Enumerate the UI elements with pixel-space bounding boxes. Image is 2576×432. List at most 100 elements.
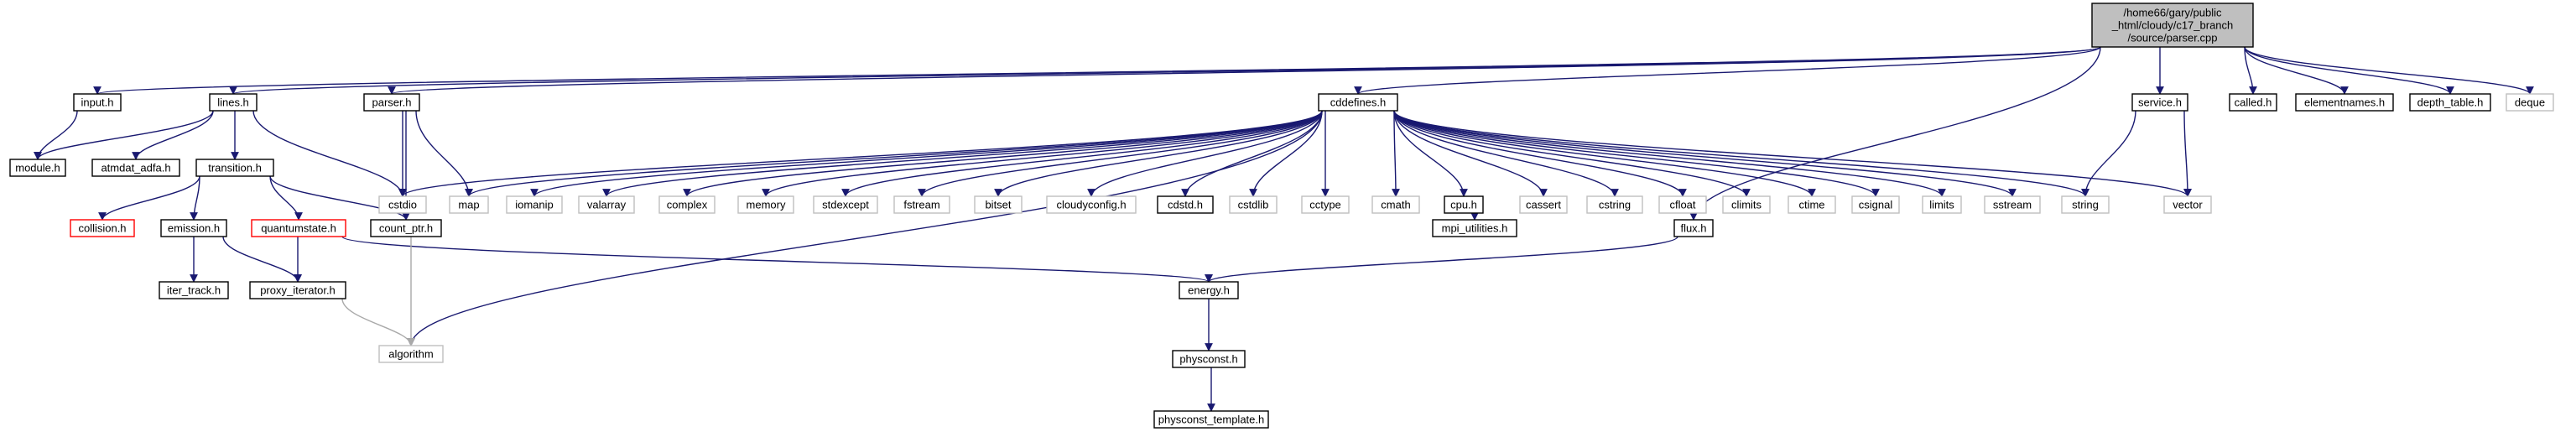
node-physconst-template-h[interactable]: physconst_template.h [1153,410,1269,429]
node-box [2295,93,2394,112]
node-label: lines.h [217,96,249,109]
node-map: map [449,195,489,214]
node-atmdat-adfa-h[interactable]: atmdat_adfa.h [91,159,180,177]
node-box [1519,195,1568,214]
node-elementnames-h[interactable]: elementnames.h [2295,93,2394,112]
node-flux-h[interactable]: flux.h [1673,219,1714,237]
node-box [1318,93,1398,112]
edge-cddefines_h-to-iomanip [530,110,1323,197]
node-box [506,195,563,214]
edge-root-to-elementnames_h [2244,46,2349,95]
edge-cddefines_h-to-algorithm [407,110,1323,346]
edge-cddefines_h-to-sstream [1393,110,2017,197]
node-transition-h[interactable]: transition.h [195,159,274,177]
node-vector: vector [2163,195,2212,214]
node-quantumstate-h[interactable]: quantumstate.h [251,219,346,237]
edge-cddefines_h-to-cassert [1393,110,1548,197]
node-box [2229,93,2277,112]
node-box [370,219,442,237]
node-memory: memory [737,195,794,214]
node-box [91,159,180,177]
node-service-h[interactable]: service.h [2131,93,2188,112]
node-cpu-h[interactable]: cpu.h [1444,195,1484,214]
node-count-ptr-h[interactable]: count_ptr.h [370,219,442,237]
node-emission-h[interactable]: emission.h [160,219,227,237]
node-parser-h[interactable]: parser.h [363,93,420,112]
node-box [1046,195,1137,214]
node-cmath: cmath [1371,195,1420,214]
node-box [249,281,346,299]
node-box [2506,93,2554,112]
edge-root-to-deque [2244,46,2534,95]
node-label: flux.h [1680,222,1706,235]
node-box [1172,350,1246,368]
node-label: depth_table.h [2417,96,2484,109]
node-input-h[interactable]: input.h [73,93,122,112]
edge-quantumstate_h-to-energy_h [341,236,1213,283]
node-box [1444,195,1484,214]
node-string: string [2061,195,2110,214]
node-box [1157,195,1214,214]
edge-emission_h-to-proxy_iterator_h [222,236,302,283]
node-iter-track-h[interactable]: iter_track.h [159,281,229,299]
edge-cddefines_h-to-string [1393,110,2089,197]
node-label: deque [2515,96,2545,109]
edge-cddefines_h-to-memory [762,110,1323,197]
node-label: proxy_iterator.h [260,284,336,297]
edge-cddefines_h-to-complex [683,110,1323,197]
node-climits: climits [1722,195,1771,214]
node-label: vector [2173,199,2203,211]
node-label: map [458,199,479,211]
node-box [893,195,950,214]
edge-root-to-cddefines_h [1354,46,2101,95]
node-label: complex [667,199,708,211]
node-box [1179,281,1239,299]
node-cfloat: cfloat [1658,195,1707,214]
edges-layer [34,46,2534,412]
node-label: string [2072,199,2099,211]
node-energy-h[interactable]: energy.h [1179,281,1239,299]
node-label: bitset [985,199,1011,211]
node-box [1371,195,1420,214]
node-cddefines-h[interactable]: cddefines.h [1318,93,1398,112]
node-label: algorithm [388,348,433,361]
edge-cddefines_h-to-valarray [602,110,1323,197]
edge-cddefines_h-to-cfloat [1393,110,1687,197]
node-box [195,159,274,177]
node-label: called.h [2235,96,2272,109]
node-label: cstdlib [1238,199,1269,211]
edge-lines_h-to-atmdat_adfa_h [132,110,214,160]
node-box [1658,195,1707,214]
edge-cddefines_h-to-ctime [1393,110,1816,197]
node-label: transition.h [208,162,262,174]
edge-cddefines_h-to-bitset [994,110,1323,197]
node-label: input.h [81,96,113,109]
node-box [1153,410,1269,429]
node-depth-table-h[interactable]: depth_table.h [2409,93,2491,112]
edge-input_h-to-module_h [34,110,78,160]
node-mpi-utilities-h[interactable]: mpi_utilities.h [1432,219,1517,237]
node-cdstd-h[interactable]: cdstd.h [1157,195,1214,214]
node-deque: deque [2506,93,2554,112]
edge-cddefines_h-to-vector [1393,110,2192,197]
node-bitset: bitset [974,195,1023,214]
node-algorithm: algorithm [378,345,444,363]
node-collision-h[interactable]: collision.h [70,219,135,237]
node-lines-h[interactable]: lines.h [209,93,258,112]
node-sstream: sstream [1984,195,2041,214]
node-physconst-h[interactable]: physconst.h [1172,350,1246,368]
node-cloudyconfig-h: cloudyconfig.h [1046,195,1137,214]
node-module-h[interactable]: module.h [9,159,66,177]
node-called-h[interactable]: called.h [2229,93,2277,112]
node-proxy-iterator-h[interactable]: proxy_iterator.h [249,281,346,299]
node-label: cctype [1309,199,1341,211]
edge-cddefines_h-to-cpu_h [1393,110,1468,197]
node-box [73,93,122,112]
edge-root-to-parser_h [388,46,2101,95]
edge-cddefines_h-to-climits [1393,110,1751,197]
edge-service_h-to-vector [2183,110,2192,197]
edge-cddefines_h-to-stdexcept [841,110,1323,197]
node-label: physconst.h [1179,353,1237,366]
node-label: energy.h [1188,284,1230,297]
